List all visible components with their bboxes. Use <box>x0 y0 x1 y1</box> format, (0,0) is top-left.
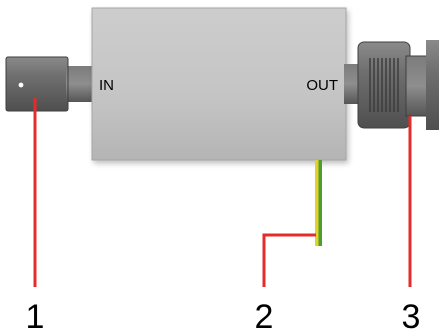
leader-line-2 <box>262 233 316 287</box>
input-connector-shaft <box>66 66 94 102</box>
output-connector <box>344 40 439 130</box>
output-connector-collar <box>405 55 429 117</box>
input-connector <box>5 56 94 112</box>
input-pin-icon <box>18 82 24 88</box>
adapter-housing <box>91 7 347 161</box>
knurled-grip-icon <box>369 58 399 112</box>
output-connector-nut <box>357 41 411 129</box>
input-label: IN <box>99 77 114 94</box>
output-label: OUT <box>306 77 338 94</box>
output-connector-tail <box>426 40 439 130</box>
callout-number-2: 2 <box>255 298 274 334</box>
input-connector-body <box>6 57 68 111</box>
adapter-body <box>92 8 346 160</box>
ground-wire <box>315 160 322 246</box>
callout-number-3: 3 <box>402 298 421 334</box>
callout-leaders <box>33 98 412 287</box>
callout-number-1: 1 <box>26 298 45 334</box>
